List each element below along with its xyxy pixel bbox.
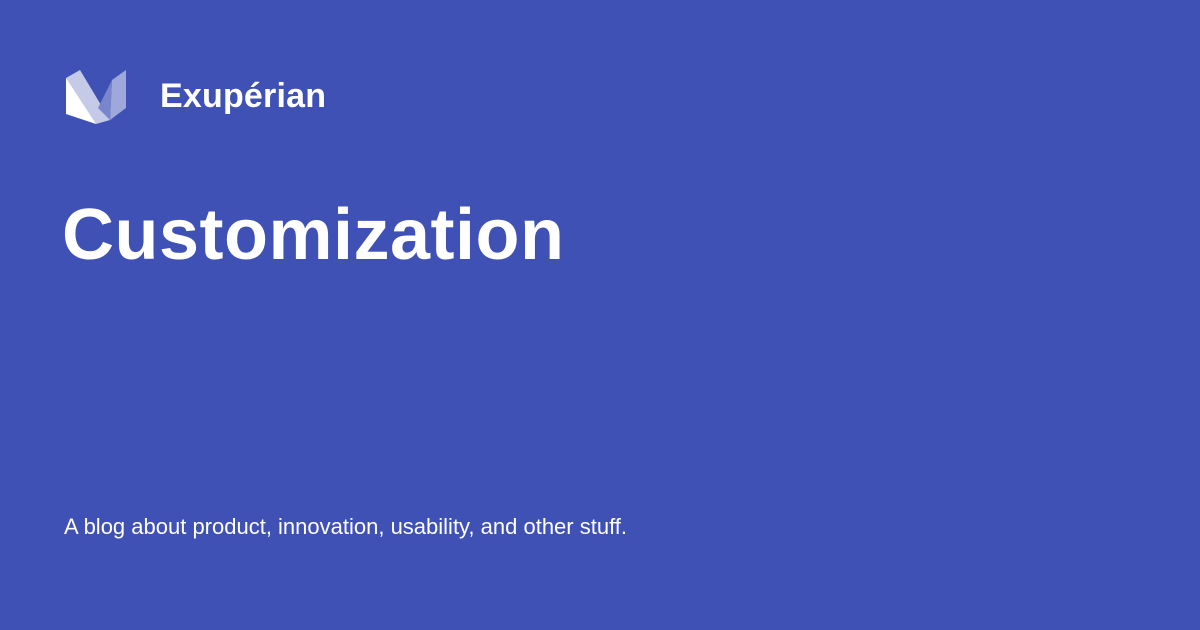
folded-v-logo-icon <box>66 70 126 124</box>
brand-header: Exupérian <box>64 68 326 124</box>
page-title: Customization <box>62 195 565 275</box>
tagline: A blog about product, innovation, usabil… <box>64 514 628 539</box>
brand-name: Exupérian <box>160 77 327 115</box>
